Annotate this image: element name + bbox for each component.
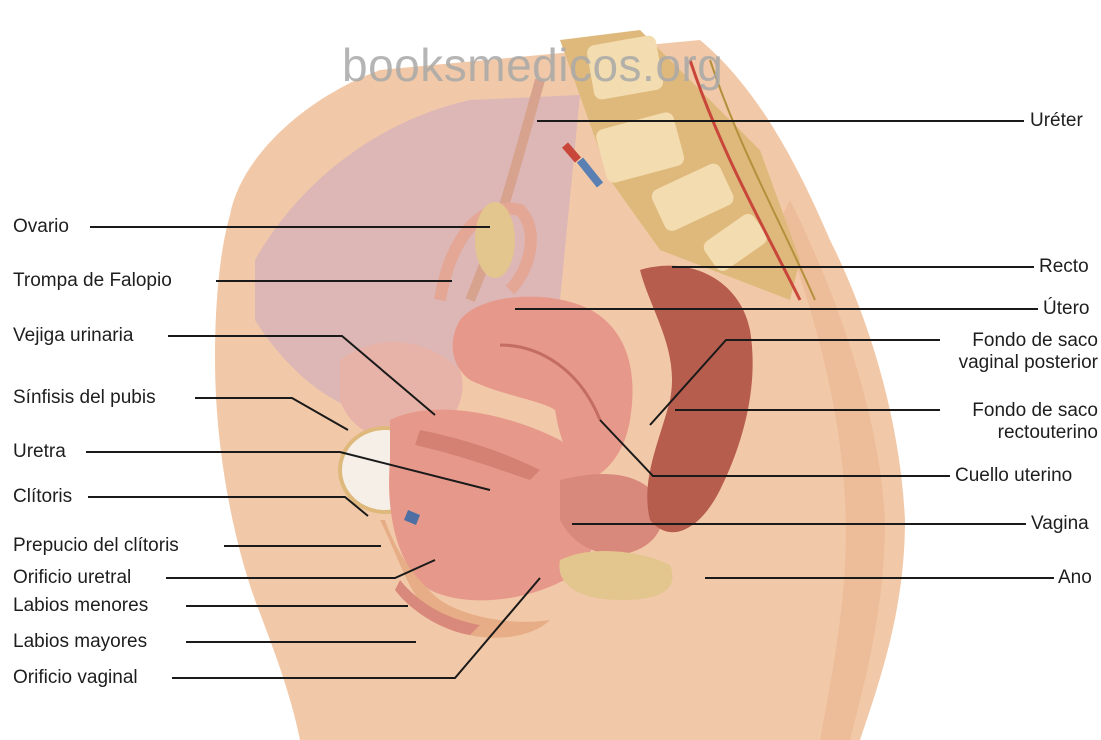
label-trompa-de-falopio: Trompa de Falopio xyxy=(13,270,172,292)
leader-cuello xyxy=(600,420,950,476)
leader-fondo-posterior xyxy=(650,340,940,425)
label-fondo-de-saco-vaginal-posterior: Fondo de saco vaginal posterior xyxy=(928,330,1098,374)
label-recto: Recto xyxy=(1039,256,1089,278)
label-uretra: Uretra xyxy=(13,441,66,463)
label-sinfisis-del-pubis: Sínfisis del pubis xyxy=(13,387,156,409)
label-vagina: Vagina xyxy=(1031,513,1089,535)
label-vejiga-urinaria: Vejiga urinaria xyxy=(13,325,133,347)
label-labios-menores: Labios menores xyxy=(13,595,148,617)
label-ovario: Ovario xyxy=(13,216,69,238)
leader-sinfisis xyxy=(195,398,348,430)
leader-uretra xyxy=(86,452,490,490)
label-orificio-vaginal: Orificio vaginal xyxy=(13,667,138,689)
label-prepucio-del-clitoris: Prepucio del clítoris xyxy=(13,535,179,557)
label-cuello-uterino: Cuello uterino xyxy=(955,465,1072,487)
label-ano: Ano xyxy=(1058,567,1092,589)
leader-clitoris xyxy=(88,497,368,516)
label-fondo-de-saco-rectouterino: Fondo de saco rectouterino xyxy=(944,400,1098,444)
label-clitoris: Clítoris xyxy=(13,486,72,508)
label-utero: Útero xyxy=(1043,298,1089,320)
leader-orificio-vaginal xyxy=(172,578,540,678)
leader-orificio-uretral xyxy=(166,560,435,578)
label-ureter: Uréter xyxy=(1030,110,1083,132)
label-orificio-uretral: Orificio uretral xyxy=(13,567,131,589)
label-labios-mayores: Labios mayores xyxy=(13,631,147,653)
